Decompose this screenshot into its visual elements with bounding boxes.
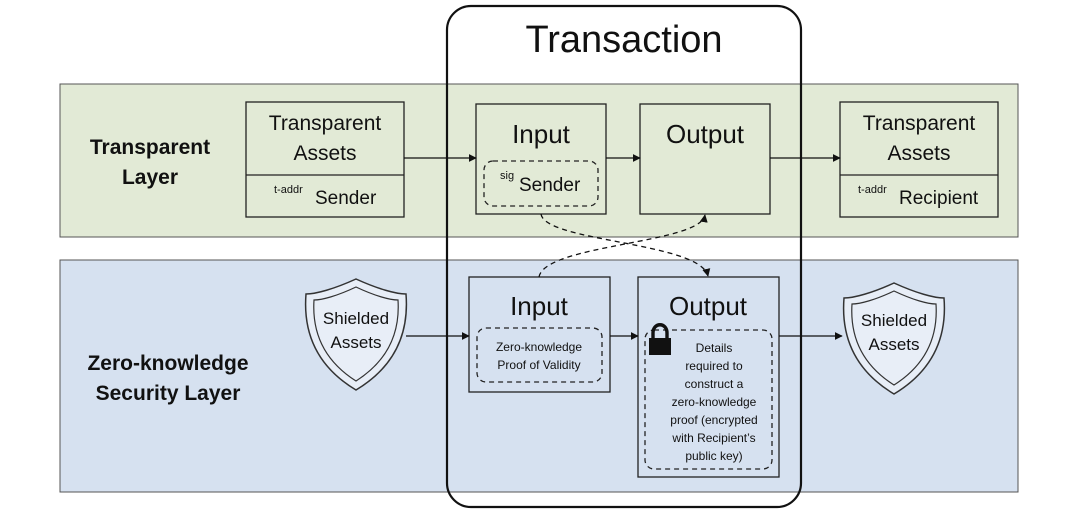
zk-details-line-6: with Recipient’s [671, 431, 755, 445]
lock-icon [649, 323, 671, 355]
zk-details-dashed-box [644, 329, 773, 470]
recipient-assets-title-2: Assets [887, 142, 950, 165]
zk-proof-dashed-box [476, 327, 603, 383]
zk-layer-label-2: Security Layer [96, 382, 241, 405]
sig-prefix: sig [500, 170, 514, 182]
shield-icon [304, 278, 408, 391]
sender-assets-title-1: Transparent [269, 112, 382, 135]
zk-input-title: Input [510, 291, 569, 321]
transparent-output-box: Output [639, 103, 771, 215]
zk-layer-label-1: Zero-knowledge [87, 352, 248, 375]
shield-icon [842, 282, 946, 395]
dashed-arrow-zk-input-to-output [538, 214, 708, 278]
shielded-right-line2: Assets [868, 335, 919, 354]
zk-details-line-5: proof (encrypted [670, 413, 757, 427]
zk-details-line-3: construct a [685, 377, 744, 391]
sig-sender-name: Sender [519, 175, 581, 196]
sender-addr-name: Sender [315, 188, 377, 209]
shielded-right-line1: Shielded [861, 311, 927, 330]
recipient-addr-name: Recipient [899, 188, 979, 209]
transparent-output-title: Output [666, 119, 745, 149]
zk-details-line-1: Details [696, 341, 733, 355]
zk-details-line-2: required to [685, 359, 743, 373]
transparent-assets-recipient-box: Transparent Assets t-addr Recipient [839, 101, 999, 218]
zk-output-title: Output [669, 291, 748, 321]
transparent-layer-label-1: Transparent [90, 136, 210, 159]
sender-addr-prefix: t-addr [274, 184, 303, 196]
recipient-assets-title-1: Transparent [863, 112, 976, 135]
transparent-input-box: Input sig Sender [475, 103, 607, 215]
sig-sender-dashed-box [483, 160, 599, 207]
transaction-title: Transaction [525, 19, 722, 61]
transparent-assets-sender-box: Transparent Assets t-addr Sender [245, 101, 405, 218]
zk-proof-line1: Zero-knowledge [496, 340, 582, 354]
zk-output-box: Output Details required to construct a z… [637, 276, 780, 478]
zk-details-line-4: zero-knowledge [672, 395, 757, 409]
shielded-assets-left: Shielded Assets [304, 278, 408, 391]
dashed-arrow-sig-to-zk-output [540, 213, 711, 277]
transparent-layer-label-2: Layer [122, 166, 178, 189]
shielded-assets-right: Shielded Assets [842, 282, 946, 395]
recipient-addr-prefix: t-addr [858, 184, 887, 196]
shielded-left-line1: Shielded [323, 309, 389, 328]
zk-proof-line2: Proof of Validity [497, 358, 580, 372]
shielded-left-line2: Assets [330, 333, 381, 352]
transparent-input-title: Input [512, 119, 571, 149]
zk-input-box: Input Zero-knowledge Proof of Validity [468, 276, 611, 393]
zk-details-line-7: public key) [685, 449, 742, 463]
transaction-container [445, 4, 803, 509]
sender-assets-title-2: Assets [293, 142, 356, 165]
